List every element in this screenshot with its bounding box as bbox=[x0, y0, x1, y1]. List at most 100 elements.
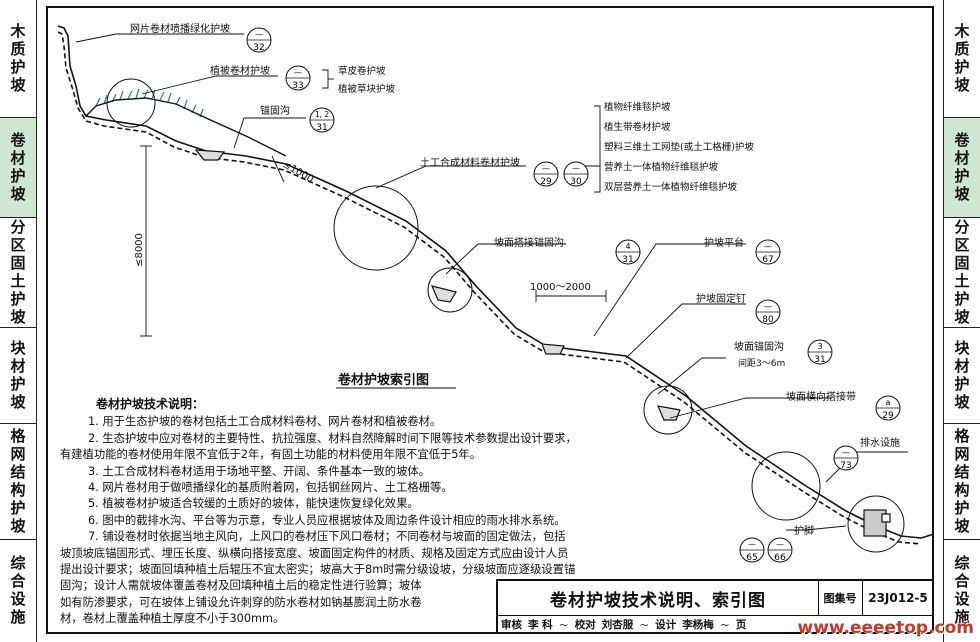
ref-30-bottom: 30 bbox=[570, 177, 582, 187]
ref-29-bottom: 29 bbox=[540, 177, 552, 187]
label-veg-roll: 植被卷材护坡 bbox=[210, 64, 270, 77]
anchor-trench-top bbox=[194, 149, 226, 161]
atlas-number: 23J012-5 bbox=[862, 581, 934, 616]
sub33-0: 草皮卷护坡 bbox=[338, 65, 386, 77]
note-line: 提出设计要求；坡面回填种植土后辊压不宜太密实；坡高大于8m时需分级设坡，分级坡面… bbox=[60, 563, 576, 577]
dim-slope-height: ≤8000 bbox=[134, 233, 145, 267]
check-name: 刘杏服 bbox=[601, 619, 634, 631]
note-line: 如有防渗要求，可在坡体上铺设允许刺穿的防水卷材如钠基膨润土防水卷 bbox=[60, 595, 422, 609]
ref-31b-bottom: 31 bbox=[622, 255, 633, 265]
review-name: 李 科 bbox=[528, 619, 553, 631]
ref-bubble-67: — 67 bbox=[755, 239, 781, 265]
label-toe: 护脚 bbox=[794, 524, 814, 537]
sub29-2: 塑料三维土工网垫(或土工格栅)护坡 bbox=[604, 141, 754, 153]
sub29-4: 双层营养土一体植物纤维毯护坡 bbox=[604, 181, 738, 193]
ref-66-bottom: 66 bbox=[774, 553, 786, 563]
ref-bubble-80: — 80 bbox=[755, 299, 781, 325]
ref-bubble-31-anchor: 1, 2 31 bbox=[309, 107, 335, 133]
label-mesh-spray: 网片卷材喷播绿化护坡 bbox=[130, 22, 230, 35]
ref-bubble-73: — 73 bbox=[833, 445, 859, 471]
ref-29a-bottom: 29 bbox=[882, 411, 894, 421]
ref-bubble-29a: a 29 bbox=[875, 395, 901, 421]
tab-zoned-soil-slope[interactable]: 分区固土护坡 bbox=[0, 218, 36, 328]
ref-30-top: — bbox=[572, 164, 580, 173]
tab-wood-slope[interactable]: 木质护坡 bbox=[0, 0, 36, 118]
ref-73-top: — bbox=[842, 448, 850, 457]
label-anchor-trench: 锚固沟 bbox=[260, 104, 290, 117]
tab-roll-slope[interactable]: 卷材护坡 bbox=[0, 118, 36, 218]
ref-65-top: — bbox=[748, 540, 756, 549]
dim-top-length: ≤1000 bbox=[281, 159, 316, 185]
ref-29-top: — bbox=[542, 164, 550, 173]
tab-roll-slope-right[interactable]: 卷材护坡 bbox=[944, 118, 980, 218]
tab-grid-slope[interactable]: 格网结构护坡 bbox=[0, 424, 36, 540]
anchor-trench-mid bbox=[430, 285, 457, 303]
label-geo-roll: 土工合成材料卷材护坡 bbox=[420, 156, 520, 169]
note-line: 2. 生态护坡中应对卷材的主要特性、抗拉强度、材料自然降解时间下限等技术参数提出… bbox=[88, 431, 577, 445]
ref-31a-top: 1, 2 bbox=[315, 110, 330, 119]
note-line: 3. 土工合成材料卷材适用于场地平整、开阔、条件基本一致的坡体。 bbox=[88, 464, 430, 478]
technical-notes: 卷材护坡技术说明： 1. 用于生态护坡的卷材包括土工合成材料卷材、网片卷材和植被… bbox=[60, 396, 660, 628]
tab-zoned-soil-slope-right[interactable]: 分区固土护坡 bbox=[944, 218, 980, 328]
ref-bubble-30: — 30 bbox=[563, 161, 589, 187]
drainage-foot bbox=[863, 509, 891, 537]
ref-66-top: — bbox=[776, 540, 784, 549]
tab-integrated-facility[interactable]: 综合设施 bbox=[8, 555, 27, 627]
ref-67-bottom: 67 bbox=[762, 255, 773, 265]
ref-73-bottom: 73 bbox=[840, 461, 851, 471]
title-block: 卷材护坡技术说明、索引图 图集号 23J012-5 审核 李 科 ~ 校对 刘杏… bbox=[496, 579, 934, 634]
ref-33-top: — bbox=[294, 68, 302, 77]
ref-80-top: — bbox=[764, 302, 772, 311]
note-line: 有建植功能的卷材使用年限不宜低于2年，有固土功能的材料使用年限不宜低于5年。 bbox=[60, 448, 482, 462]
note-line: 6. 图中的截排水沟、平台等为示意，专业人员应根据坡体及周边条件设计相应的雨水排… bbox=[88, 513, 566, 527]
left-category-sidebar: 木质护坡 卷材护坡 分区固土护坡 块材护坡 格网结构护坡 综合设施 bbox=[0, 0, 37, 642]
tab-block-slope-right[interactable]: 块材护坡 bbox=[944, 328, 980, 424]
label-cross-lap: 坡面横向搭接带 bbox=[786, 390, 856, 403]
ref-bubble-66: — 66 bbox=[767, 537, 793, 563]
top-edge bbox=[85, 97, 287, 157]
tab-block-slope[interactable]: 块材护坡 bbox=[0, 328, 36, 424]
ref-33-bottom: 33 bbox=[292, 81, 303, 91]
anchor-trench-lower bbox=[657, 405, 681, 421]
ref-67-top: — bbox=[764, 242, 772, 251]
page-label: 页 bbox=[735, 619, 747, 631]
label-platform: 护坡平台 bbox=[704, 236, 744, 249]
label-drainage: 排水设施 bbox=[860, 436, 900, 449]
ref-32-bottom: 32 bbox=[253, 43, 264, 53]
note-line: 5. 植被卷材护坡适合较缓的土质好的坡体，能快速恢复绿化效果。 bbox=[88, 497, 419, 511]
detail-circles bbox=[106, 78, 905, 553]
ref-bubble-29: — 29 bbox=[533, 161, 559, 187]
watermark: www.eeeetop.com bbox=[797, 618, 974, 638]
ref-bubble-33: — 33 bbox=[285, 65, 311, 91]
tab-integrated-facility-right[interactable]: 综合设施 bbox=[952, 555, 971, 627]
note-line: 4. 网片卷材用于做喷播绿化的基质附着网，包括钢丝网片、土工格栅等。 bbox=[88, 481, 453, 495]
label-pins: 护坡固定钉 bbox=[696, 292, 746, 305]
ref-31c-bottom: 31 bbox=[814, 355, 825, 365]
design-signature: ~ bbox=[719, 617, 730, 632]
ref-bubble-65: — 65 bbox=[739, 537, 765, 563]
note-line: 材，卷材上覆盖种植土厚度不小于300mm。 bbox=[60, 612, 285, 626]
sheet-title: 卷材护坡技术说明、索引图 bbox=[498, 581, 819, 616]
ref-32-top: — bbox=[255, 30, 263, 39]
ref-65-bottom: 65 bbox=[746, 553, 757, 563]
ref-31a-bottom: 31 bbox=[316, 123, 327, 133]
ref-31c-top: 3 bbox=[817, 342, 822, 351]
dim-platform-width: 1000～2000 bbox=[530, 282, 591, 293]
ref-bubble-31-lap: 4 31 bbox=[615, 239, 641, 265]
tab-grid-slope-right[interactable]: 格网结构护坡 bbox=[944, 424, 980, 540]
label-slope-anchor: 坡面锚固沟 bbox=[734, 340, 784, 353]
bracket-33 bbox=[322, 69, 334, 89]
drawing-frame bbox=[46, 6, 934, 634]
label-lap-anchor: 坡面搭接锚固沟 bbox=[494, 236, 564, 249]
sub29-1: 植生带卷材护坡 bbox=[604, 121, 671, 133]
right-category-sidebar: 木质护坡 卷材护坡 分区固土护坡 块材护坡 格网结构护坡 综合设施 bbox=[943, 0, 980, 642]
design-label: 设计 bbox=[655, 619, 677, 631]
notes-title: 卷材护坡技术说明： bbox=[96, 397, 205, 411]
ref-29a-top: a bbox=[886, 398, 891, 407]
sub29-3: 营养土一体植物纤维毯护坡 bbox=[604, 161, 719, 173]
ref-bubble-32: — 32 bbox=[246, 27, 272, 53]
tab-wood-slope-right[interactable]: 木质护坡 bbox=[944, 0, 980, 118]
signature-row: 审核 李 科 ~ 校对 刘杏服 ~ 设计 李杨梅 ~ 页 bbox=[498, 615, 934, 634]
review-signature: ~ bbox=[558, 617, 569, 632]
design-name: 李杨梅 bbox=[682, 619, 714, 631]
